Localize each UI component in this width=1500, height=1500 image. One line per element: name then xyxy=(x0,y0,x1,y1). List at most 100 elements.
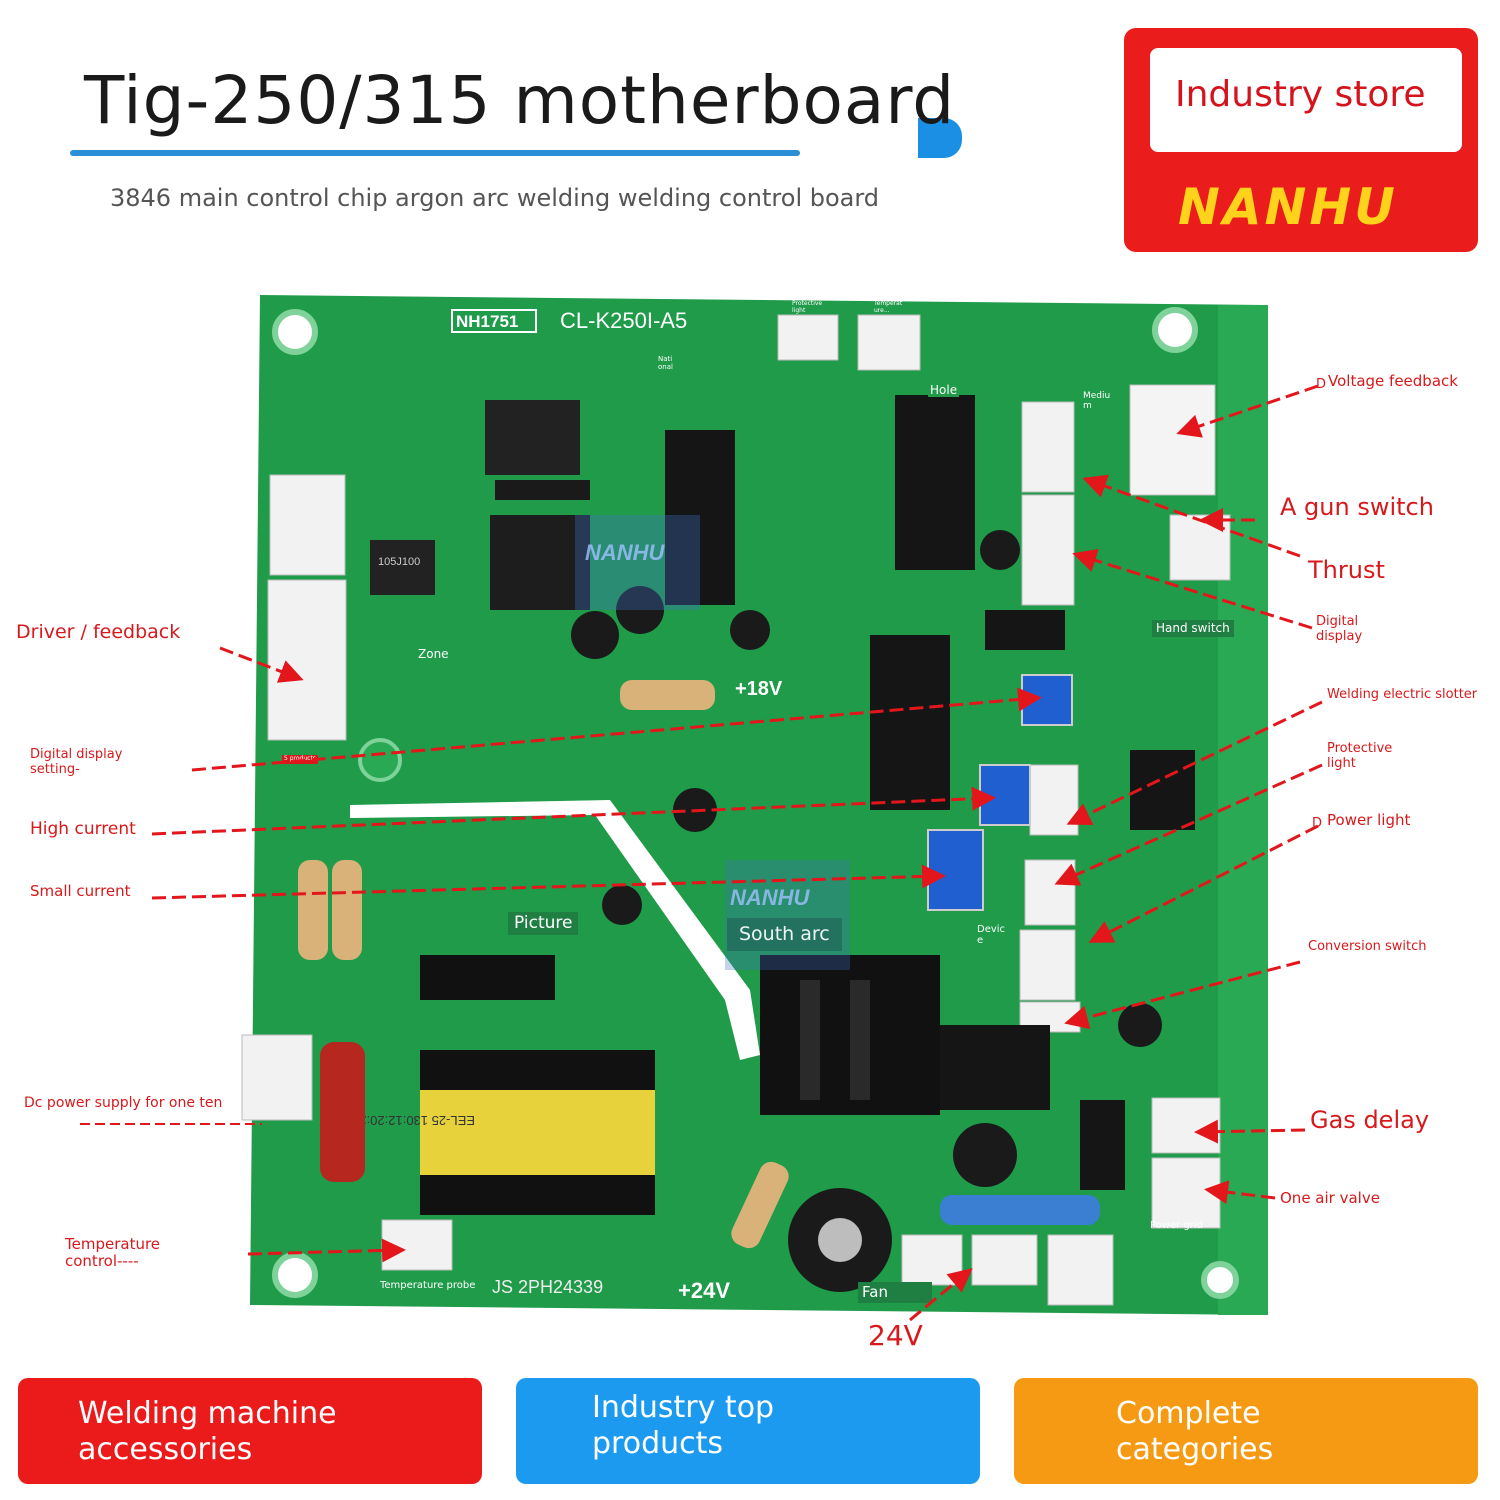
heatsink-fin-2 xyxy=(850,980,870,1100)
capacitor-ec-6 xyxy=(953,1123,1017,1187)
connector-slotter xyxy=(1029,764,1079,836)
connector-p13 xyxy=(1129,384,1216,496)
callout-conversion-switch: Conversion switch xyxy=(1308,939,1427,954)
ic-main-3846 xyxy=(895,395,975,570)
transistor-vt5 xyxy=(485,400,580,475)
callout-power-light: Power light xyxy=(1327,811,1411,829)
board-label-zone: Zone xyxy=(418,647,449,661)
capacitor-ec-5 xyxy=(673,788,717,832)
callout-welding-slotter: Welding electric slotter xyxy=(1327,687,1478,702)
capacitor-red xyxy=(320,1042,365,1182)
connector-temp-probe xyxy=(381,1219,453,1271)
board-label-medium: Mediu m xyxy=(1083,391,1111,411)
watermark-2: NANHU xyxy=(730,885,811,910)
banner-industry-top-label: Industry top products xyxy=(592,1390,775,1461)
board-label-temperature: Temperat ure... xyxy=(874,300,903,314)
connector-p16 xyxy=(777,314,839,361)
board-label-hole: Hole xyxy=(928,383,960,398)
watermark-box-2 xyxy=(725,860,850,970)
title-underline xyxy=(70,150,800,156)
callout-voltage-feedback: Voltage feedback xyxy=(1328,372,1458,390)
watermark-1: NANHU xyxy=(585,540,666,565)
transformer-core xyxy=(420,1090,655,1175)
connector-driver-main xyxy=(267,579,347,741)
callout-gas-delay: Gas delay xyxy=(1310,1106,1430,1134)
store-label: Industry store xyxy=(1175,74,1426,115)
resistor-blue xyxy=(940,1195,1100,1225)
connector-fan xyxy=(901,1234,963,1286)
mount-hole-tl xyxy=(272,309,318,355)
callout-digital-display-setting: Digital display setting- xyxy=(30,747,123,777)
callout-mark-d2: D xyxy=(1312,816,1323,831)
watermark-box-1 xyxy=(575,515,700,610)
board-label-national: Nati onal xyxy=(658,355,673,371)
callout-driver-feedback: Driver / feedback xyxy=(16,621,181,643)
resistor-r1 xyxy=(298,860,328,960)
board-label-south-arc: South arc xyxy=(727,918,842,951)
label-serial: JS 2PH24339 xyxy=(492,1277,603,1297)
pot-high-current xyxy=(979,764,1031,826)
callout-small-current: Small current xyxy=(30,882,131,900)
transformer-label: EEL-25 130:12:20:22 xyxy=(352,1113,475,1128)
callout-dc-power: Dc power supply for one ten xyxy=(24,1095,223,1111)
board-label-fan: Fan xyxy=(858,1282,932,1303)
transistor-vt4 xyxy=(490,515,590,610)
pot-digital-setting xyxy=(1021,674,1073,726)
connector-p14 xyxy=(1169,514,1231,581)
callout-mark-d1: D xyxy=(1316,377,1327,392)
connector-medium xyxy=(1021,401,1075,493)
connector-p18 xyxy=(1047,1234,1114,1306)
board-label-hand-switch: Hand switch xyxy=(1152,620,1234,638)
mount-hole-bl xyxy=(272,1252,318,1298)
connector-p15 xyxy=(857,314,921,371)
connector-dc-power xyxy=(241,1034,313,1121)
banner-complete-categories-label: Complete categories xyxy=(1116,1396,1274,1467)
callout-24v: 24V xyxy=(868,1319,923,1352)
banner-welding-accessories-label: Welding machine accessories xyxy=(78,1396,337,1467)
callout-air-valve: One air valve xyxy=(1280,1189,1380,1207)
transistor-vt3 xyxy=(495,480,590,500)
ic-u4 xyxy=(1130,750,1195,830)
connector-24v xyxy=(971,1234,1038,1286)
label-24v: +24V xyxy=(678,1278,730,1303)
callout-temperature-control: Temperature control---- xyxy=(65,1235,161,1271)
banner-welding-accessories[interactable]: Welding machine accessories xyxy=(18,1378,482,1484)
page-subtitle: 3846 main control chip argon arc welding… xyxy=(110,184,880,212)
mount-hole-tr xyxy=(1152,307,1198,353)
store-badge-inner xyxy=(1150,48,1462,152)
capacitor-big-top xyxy=(818,1218,862,1262)
connector-air-valve xyxy=(1151,1157,1221,1229)
capacitor-ec-2 xyxy=(616,586,664,634)
resistor-r2 xyxy=(332,860,362,960)
resistor-large xyxy=(620,680,715,710)
board-label-protective-light: Protective light xyxy=(792,300,823,314)
pcb-edge xyxy=(1218,305,1268,1315)
regulator-lower xyxy=(940,1025,1050,1110)
connector-digital xyxy=(1021,494,1075,606)
callout-high-current: High current xyxy=(30,819,136,839)
model-tag-box xyxy=(451,309,537,333)
motherboard-photo: NH1751 CL-K250I-A5 105J100 EEL-25 130:12… xyxy=(241,295,1268,1315)
capacitor-ec-7 xyxy=(1118,1003,1162,1047)
regulator-vt1 xyxy=(420,955,555,1000)
page-title: Tig-250/315 motherboard xyxy=(84,62,956,139)
mount-hole-br xyxy=(1201,1261,1239,1299)
label-18v: +18V xyxy=(735,678,783,700)
connector-protective xyxy=(1024,859,1076,926)
connector-gas-delay xyxy=(1151,1097,1221,1154)
ic-u2 xyxy=(870,635,950,810)
regulator-top-right xyxy=(985,610,1065,650)
connector-driver-top xyxy=(269,474,346,576)
heatsink-fin xyxy=(800,980,820,1100)
banner-complete-categories[interactable]: Complete categories xyxy=(1014,1378,1478,1484)
inductor-105j100 xyxy=(370,540,435,595)
board-label-temperature-probe: Temperature probe xyxy=(380,1280,476,1291)
capacitor-ec-3 xyxy=(730,610,770,650)
pot-small-current xyxy=(927,829,984,911)
callout-digital-display: Digital display xyxy=(1316,614,1363,644)
banner-industry-top[interactable]: Industry top products xyxy=(516,1378,980,1484)
capacitor-ec-8 xyxy=(602,885,642,925)
model-number: CL-K250I-A5 xyxy=(560,308,687,333)
mount-hole-mid xyxy=(358,738,402,782)
connector-power-light xyxy=(1019,929,1076,1001)
